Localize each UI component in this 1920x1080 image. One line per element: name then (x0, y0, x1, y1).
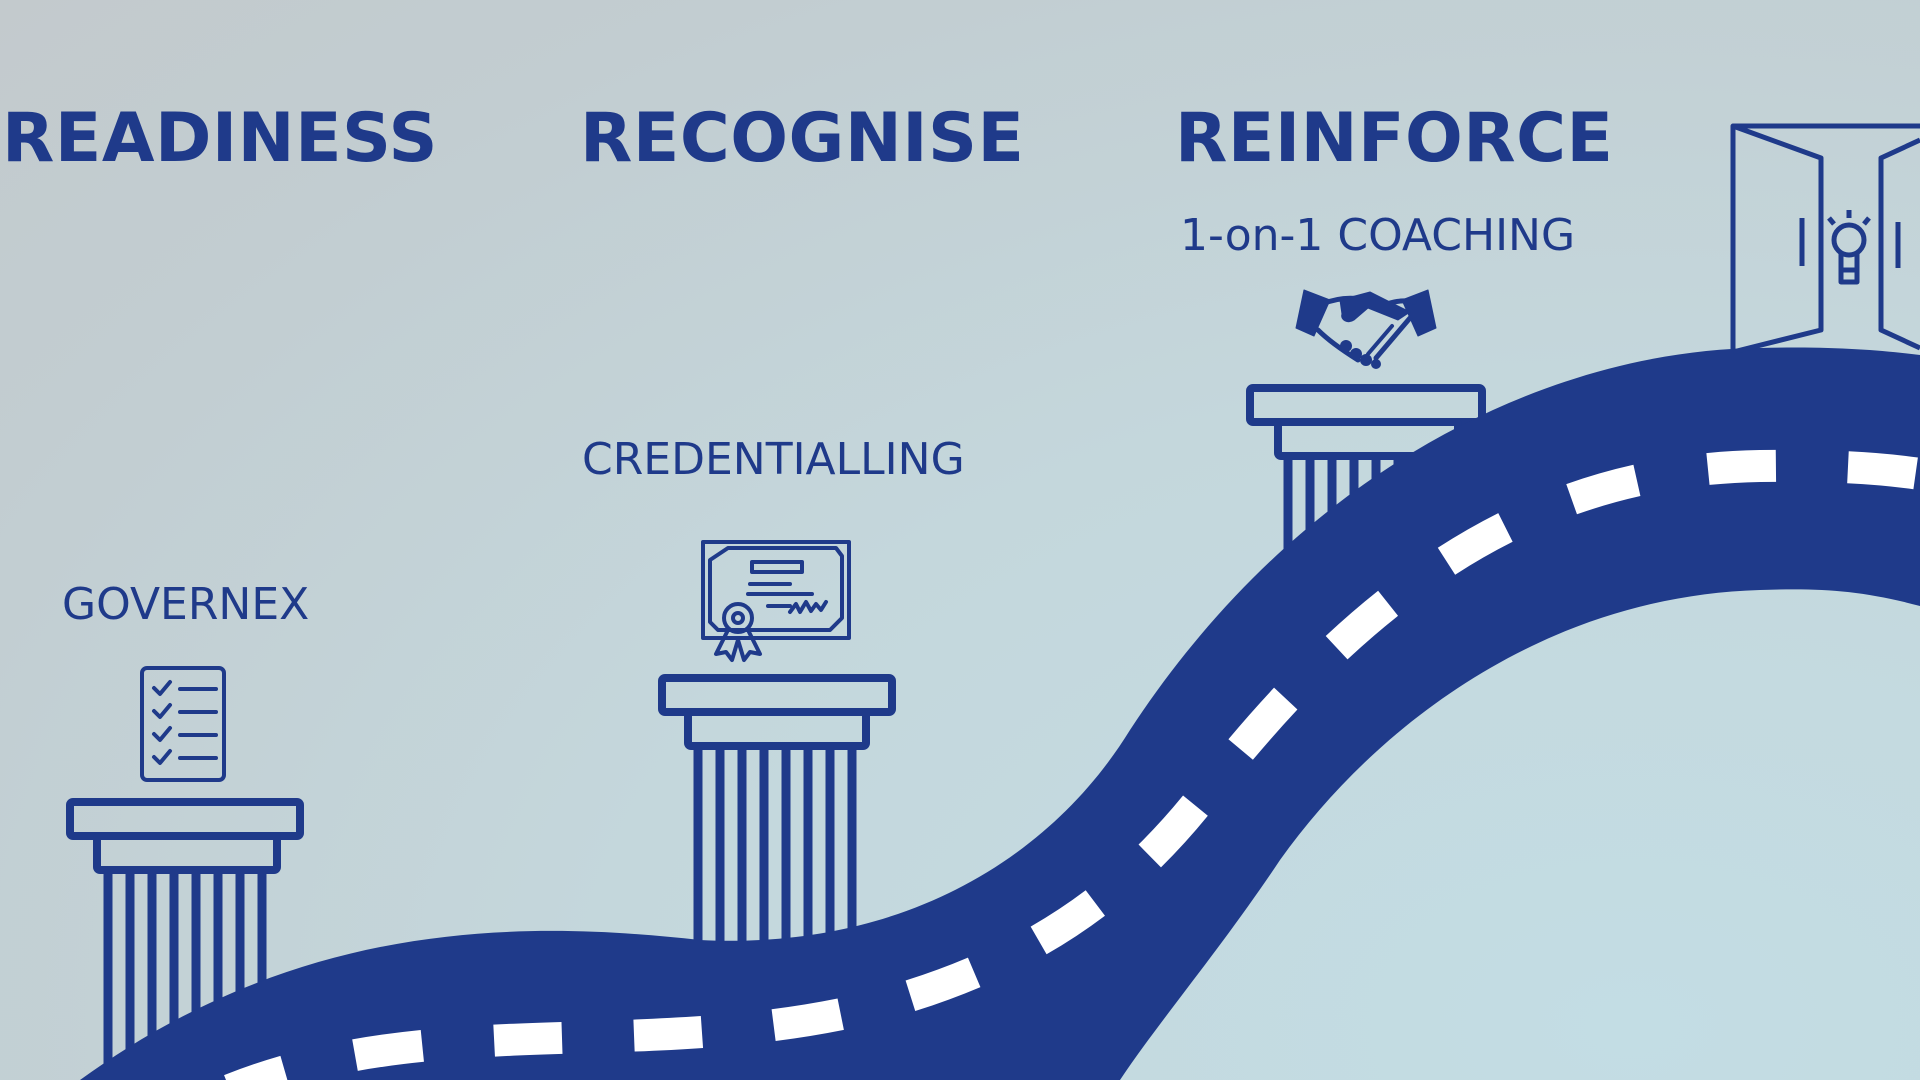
road-center-dashes (224, 449, 1920, 1080)
stage-label-coaching: 1-on-1 COACHING (1180, 210, 1576, 261)
certificate-icon (701, 540, 851, 662)
winding-road (80, 347, 1920, 1080)
stage-heading-reinforce: REINFORCE (1175, 99, 1614, 178)
stage-heading-recognise: RECOGNISE (580, 99, 1025, 178)
pillar-recognise (658, 674, 896, 960)
door-lightbulb-icon (1730, 123, 1920, 355)
stage-heading-readiness: READINESS (2, 99, 438, 178)
checklist-icon (140, 666, 226, 782)
stage-label-governex: GOVERNEX (62, 579, 310, 630)
stage-label-credentialling: CREDENTIALLING (582, 434, 965, 485)
handshake-icon (1295, 289, 1437, 369)
